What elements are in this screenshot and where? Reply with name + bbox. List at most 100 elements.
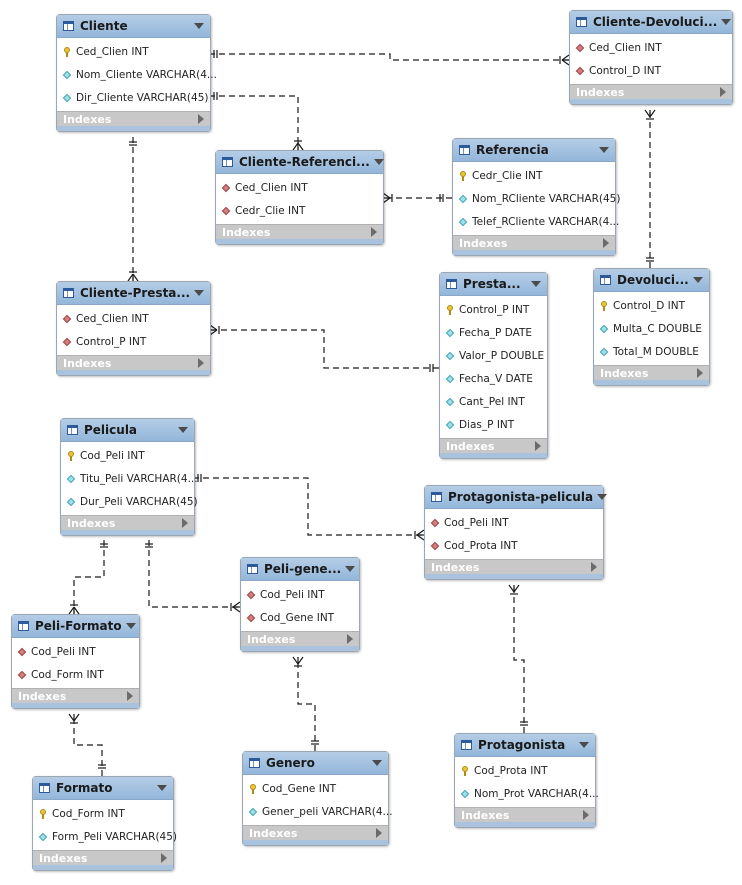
indexes-section[interactable]: Indexes — [243, 825, 388, 845]
table-header[interactable]: Cliente — [57, 15, 210, 38]
expand-arrow-icon[interactable] — [182, 518, 188, 528]
indexes-section[interactable]: Indexes — [440, 438, 547, 458]
field-row[interactable]: Dias_P INT — [440, 413, 547, 436]
field-row[interactable]: Titu_Peli VARCHAR(4... — [61, 467, 198, 490]
collapse-arrow-icon[interactable] — [579, 742, 589, 748]
field-row[interactable]: Total_M DOUBLE — [594, 340, 709, 363]
collapse-arrow-icon[interactable] — [194, 290, 205, 296]
collapse-arrow-icon[interactable] — [345, 566, 356, 572]
collapse-arrow-icon[interactable] — [597, 494, 608, 500]
field-row[interactable]: Nom_Cliente VARCHAR(4... — [57, 63, 217, 86]
field-row[interactable]: Cod_Peli INT — [61, 444, 194, 467]
collapse-arrow-icon[interactable] — [531, 281, 541, 287]
table-header[interactable]: Genero — [243, 752, 388, 775]
table-header[interactable]: Pelicula — [61, 419, 194, 442]
indexes-section[interactable]: Indexes — [216, 224, 383, 244]
expand-arrow-icon[interactable] — [198, 114, 204, 124]
expand-arrow-icon[interactable] — [603, 238, 609, 248]
indexes-section[interactable]: Indexes — [57, 355, 210, 375]
expand-arrow-icon[interactable] — [720, 87, 726, 97]
indexes-section[interactable]: Indexes — [241, 631, 359, 651]
expand-arrow-icon[interactable] — [697, 368, 703, 378]
expand-arrow-icon[interactable] — [535, 441, 541, 451]
field-row[interactable]: Telef_RCliente VARCHAR(4... — [453, 210, 619, 233]
table-header[interactable]: Cliente-Devoluci... — [570, 11, 732, 34]
field-row[interactable]: Valor_P DOUBLE — [440, 344, 547, 367]
field-row[interactable]: Cod_Form INT — [33, 802, 173, 825]
field-row[interactable]: Cedr_Clie INT — [453, 164, 615, 187]
field-row[interactable]: Nom_RCliente VARCHAR(45) — [453, 187, 620, 210]
field-row[interactable]: Gener_peli VARCHAR(4... — [243, 800, 393, 823]
table-header[interactable]: Peli-gene... — [241, 558, 359, 581]
collapse-arrow-icon[interactable] — [372, 760, 382, 766]
table-header[interactable]: Cliente-Presta... — [57, 282, 210, 305]
indexes-section[interactable]: Indexes — [570, 84, 732, 104]
expand-arrow-icon[interactable] — [198, 358, 204, 368]
field-row[interactable]: Control_D INT — [570, 59, 732, 82]
expand-arrow-icon[interactable] — [376, 828, 382, 838]
field-row[interactable]: Ced_Clien INT — [216, 176, 383, 199]
field-row[interactable]: Fecha_V DATE — [440, 367, 547, 390]
expand-arrow-icon[interactable] — [371, 227, 377, 237]
collapse-arrow-icon[interactable] — [693, 277, 703, 283]
indexes-section[interactable]: Indexes — [425, 559, 603, 579]
field-row[interactable]: Cod_Peli INT — [425, 511, 603, 534]
field-row[interactable]: Multa_C DOUBLE — [594, 317, 709, 340]
field-row[interactable]: Cedr_Clie INT — [216, 199, 383, 222]
table-header[interactable]: Protagonista — [455, 734, 595, 757]
field-row[interactable]: Cod_Gene INT — [241, 606, 359, 629]
field-row[interactable]: Cod_Form INT — [12, 663, 139, 686]
expand-arrow-icon[interactable] — [127, 691, 133, 701]
collapse-arrow-icon[interactable] — [125, 623, 136, 629]
table-header[interactable]: Formato — [33, 777, 173, 800]
expand-arrow-icon[interactable] — [583, 810, 589, 820]
field-row[interactable]: Fecha_P DATE — [440, 321, 547, 344]
indexes-section[interactable]: Indexes — [33, 850, 173, 870]
field-row[interactable]: Cod_Peli INT — [241, 583, 359, 606]
expand-arrow-icon[interactable] — [347, 634, 353, 644]
field-row[interactable]: Cod_Prota INT — [425, 534, 603, 557]
field-row[interactable]: Form_Peli VARCHAR(45) — [33, 825, 177, 848]
field-row[interactable]: Control_P INT — [440, 298, 547, 321]
field-row[interactable]: Control_D INT — [594, 294, 709, 317]
field-row[interactable]: Cod_Peli INT — [12, 640, 139, 663]
collapse-arrow-icon[interactable] — [721, 19, 732, 25]
field-row[interactable]: Cod_Gene INT — [243, 777, 388, 800]
field-row[interactable]: Dur_Peli VARCHAR(45) — [61, 490, 198, 513]
collapse-arrow-icon[interactable] — [599, 147, 609, 153]
field-row[interactable]: Nom_Prot VARCHAR(4... — [455, 782, 599, 805]
indexes-section[interactable]: Indexes — [594, 365, 709, 385]
table-header[interactable]: Presta... — [440, 273, 547, 296]
field-row[interactable]: Dir_Cliente VARCHAR(45) — [57, 86, 210, 109]
field-row[interactable]: Control_P INT — [57, 330, 210, 353]
field-row[interactable]: Cant_Pel INT — [440, 390, 547, 413]
indexes-section[interactable]: Indexes — [455, 807, 595, 827]
table-header[interactable]: Referencia — [453, 139, 615, 162]
collapse-arrow-icon[interactable] — [373, 159, 384, 165]
field-row[interactable]: Ced_Clien INT — [570, 36, 732, 59]
indexes-section[interactable]: Indexes — [57, 111, 210, 131]
field-row[interactable]: Cod_Prota INT — [455, 759, 595, 782]
indexes-section[interactable]: Indexes — [61, 515, 194, 535]
collapse-arrow-icon[interactable] — [157, 785, 167, 791]
table-header[interactable]: Cliente-Referenci... — [216, 151, 384, 174]
field-row[interactable]: Ced_Clien INT — [57, 40, 210, 63]
expand-arrow-icon[interactable] — [591, 562, 597, 572]
field-row[interactable]: Ced_Clien INT — [57, 307, 210, 330]
table-header[interactable]: Peli-Formato — [12, 615, 139, 638]
collapse-arrow-icon[interactable] — [194, 23, 204, 29]
table-header[interactable]: Devoluci... — [594, 269, 709, 292]
